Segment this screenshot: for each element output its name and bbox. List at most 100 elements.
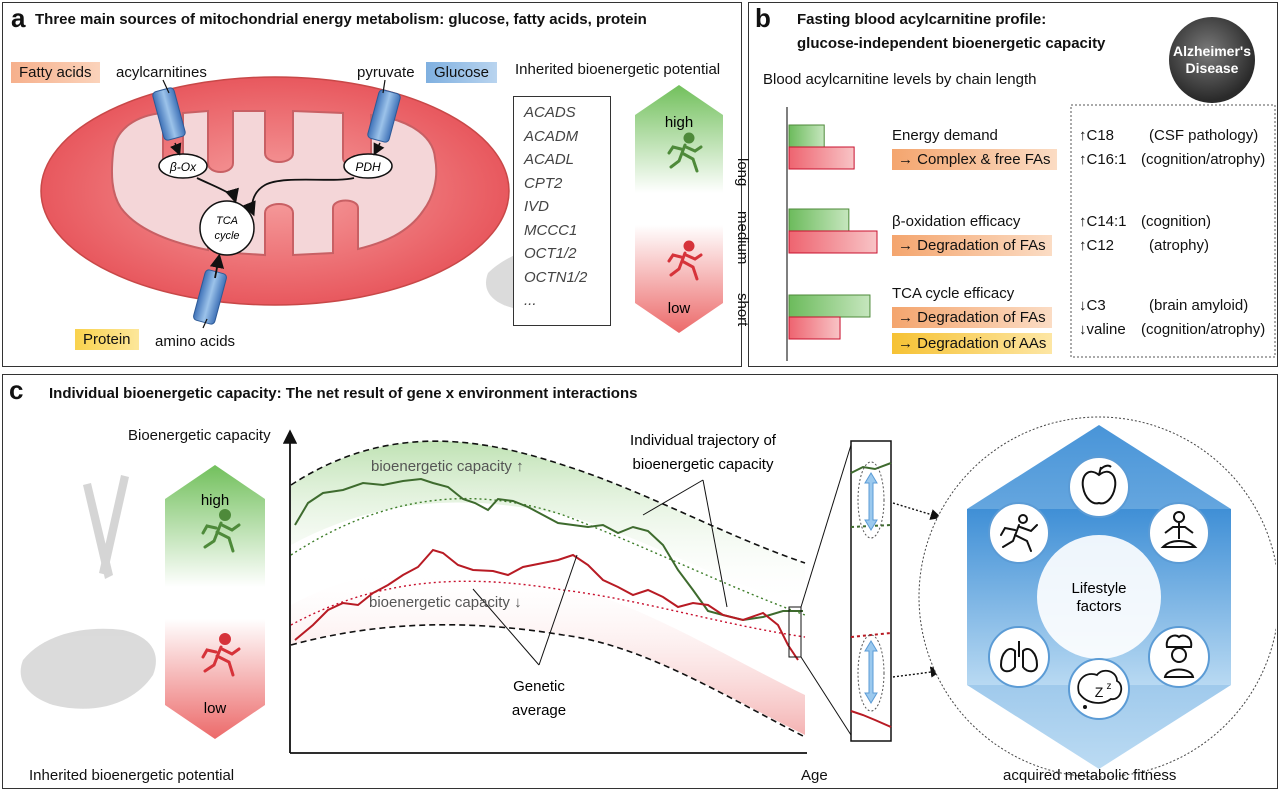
low-label-c: low — [204, 700, 227, 717]
marker-c16-1: ↑C16:1 — [1079, 151, 1127, 168]
apple-icon — [1068, 456, 1130, 518]
panel-c-title: Individual bioenergetic capacity: The ne… — [49, 385, 638, 402]
heading-beta-oxidation: β-oxidation efficacy — [892, 213, 1021, 230]
panel-c-letter: c — [9, 375, 24, 405]
desc-c3: (brain amyloid) — [1149, 297, 1249, 314]
running-icon — [988, 502, 1050, 564]
heading-tca-efficacy: TCA cycle efficacy — [892, 285, 1015, 302]
amino-acids-label: amino acids — [155, 333, 236, 350]
desc-c18: (CSF pathology) — [1149, 127, 1259, 144]
red-band — [291, 568, 805, 735]
panel-b-letter: b — [755, 3, 771, 33]
glucose-box: Glucose — [426, 62, 498, 83]
lower-bound — [290, 623, 806, 738]
chromosome-icon-c — [20, 475, 156, 709]
bar-red-long — [788, 146, 855, 170]
lungs-icon — [988, 626, 1050, 688]
gene-item: OCT1/2 — [524, 245, 577, 262]
low-arrow — [635, 225, 723, 333]
panel-a: a Three main sources of mitochondrial en… — [2, 2, 742, 367]
capacity-diagram: high low — [20, 416, 1276, 778]
panel-b-title-1: Fasting blood acylcarnitine profile: — [797, 11, 1047, 28]
desc-valine: (cognition/atrophy) — [1141, 321, 1266, 338]
cap-up-label: bioenergetic capacity ↑ — [371, 458, 524, 475]
panel-b-subtitle: Blood acylcarnitine levels by chain leng… — [763, 71, 1037, 88]
high-arrow-c — [165, 465, 265, 587]
green-band — [291, 441, 805, 605]
heading-energy-demand: Energy demand — [892, 127, 998, 144]
svg-text:Z: Z — [1095, 684, 1104, 700]
runner-icon-high-c — [201, 509, 241, 553]
tca-label-2: cycle — [214, 230, 239, 242]
bar-green-medium — [788, 208, 850, 232]
genetic-label-2: average — [512, 702, 566, 719]
gene-list: ACADS ACADM ACADL CPT2 IVD MCCC1 OCT1/2 … — [513, 96, 611, 326]
chain-label-short: short — [734, 293, 751, 327]
panel-c: c Individual bioenergetic capacity: The … — [2, 374, 1278, 789]
gene-item: CPT2 — [524, 174, 563, 192]
lifestyle-label-1: Lifestyle — [1071, 580, 1126, 597]
red-average — [290, 580, 806, 638]
high-label-a: high — [665, 114, 693, 131]
box-degradation-aas: → Degradation of AAs — [892, 333, 1053, 354]
desc-c14-1: (cognition) — [1141, 213, 1212, 230]
acylcarnitine-bar-chart — [786, 104, 1276, 361]
chain-label-long: long — [734, 158, 751, 187]
low-arrow-c — [165, 619, 265, 739]
gene-item: ACADL — [524, 151, 575, 168]
transporter-left — [152, 87, 186, 141]
y-axis-label: Bioenergetic capacity — [128, 427, 271, 444]
badge-line-2: Disease — [1185, 60, 1239, 76]
runner-icon-low-c — [201, 633, 241, 677]
meditation-icon — [1148, 502, 1210, 564]
protein-box: Protein — [75, 329, 139, 350]
mitochondrion-diagram: β-Ox PDH TCA cycle — [40, 76, 723, 333]
sleep-icon: Z z — [1068, 658, 1130, 720]
runner-icon-low — [667, 240, 703, 281]
trajectory-label-1: Individual trajectory of — [630, 432, 777, 449]
gene-item: OCTN1/2 — [524, 268, 588, 286]
badge-line-1: Alzheimer's — [1172, 43, 1252, 59]
acquired-fitness-label: acquired metabolic fitness — [1003, 767, 1177, 784]
box-degradation-fas-1: → Degradation of FAs — [892, 235, 1052, 256]
gene-item: ACADM — [524, 127, 579, 145]
trajectory-label-2: bioenergetic capacity — [633, 456, 774, 473]
svg-text:z: z — [1107, 681, 1112, 692]
zoom-box — [850, 440, 892, 742]
low-label-a: low — [668, 300, 691, 317]
beta-ox-label: β-Ox — [169, 160, 197, 174]
cognition-icon — [1148, 626, 1210, 688]
gene-item: IVD — [524, 198, 550, 215]
chain-label-medium: medium — [734, 211, 751, 265]
panel-b: b Fasting blood acylcarnitine profile: g… — [734, 2, 1278, 367]
green-average — [290, 498, 806, 616]
marker-c14-1: ↑C14:1 — [1079, 213, 1127, 230]
acylcarnitines-label: acylcarnitines — [116, 64, 207, 81]
x-axis-label: Age — [801, 767, 828, 784]
bar-red-medium — [788, 230, 878, 254]
panel-b-title-2: glucose-independent bioenergetic capacit… — [797, 35, 1106, 52]
box-complex-free-fas: → Complex & free FAs — [892, 149, 1057, 170]
marker-c18: ↑C18 — [1079, 127, 1115, 144]
bar-green-short — [788, 294, 871, 318]
runner-icon-high — [667, 132, 703, 173]
red-trajectory — [294, 548, 799, 661]
high-label-c: high — [201, 492, 229, 509]
gene-item: ... — [524, 292, 537, 309]
genetic-label-1: Genetic — [513, 678, 565, 695]
lifestyle-center — [1037, 535, 1161, 659]
pyruvate-label: pyruvate — [357, 64, 415, 81]
tca-label-1: TCA — [216, 215, 238, 227]
marker-c3: ↓C3 — [1079, 297, 1106, 314]
panel-a-title: Three main sources of mitochondrial ener… — [35, 11, 647, 28]
alzheimers-disease-badge: Alzheimer's Disease — [1169, 17, 1255, 103]
marker-c12: ↑C12 — [1079, 237, 1115, 254]
inherited-potential-label-c: Inherited bioenergetic potential — [29, 767, 235, 784]
pdh-label: PDH — [355, 160, 381, 174]
inherited-potential-title: Inherited bioenergetic potential — [515, 61, 721, 78]
gene-item: ACADS — [524, 104, 576, 121]
marker-valine: ↓valine — [1079, 321, 1126, 338]
lifestyle-label-2: factors — [1076, 598, 1121, 615]
fatty-acids-box: Fatty acids — [11, 62, 100, 83]
transporter-right — [367, 89, 401, 143]
